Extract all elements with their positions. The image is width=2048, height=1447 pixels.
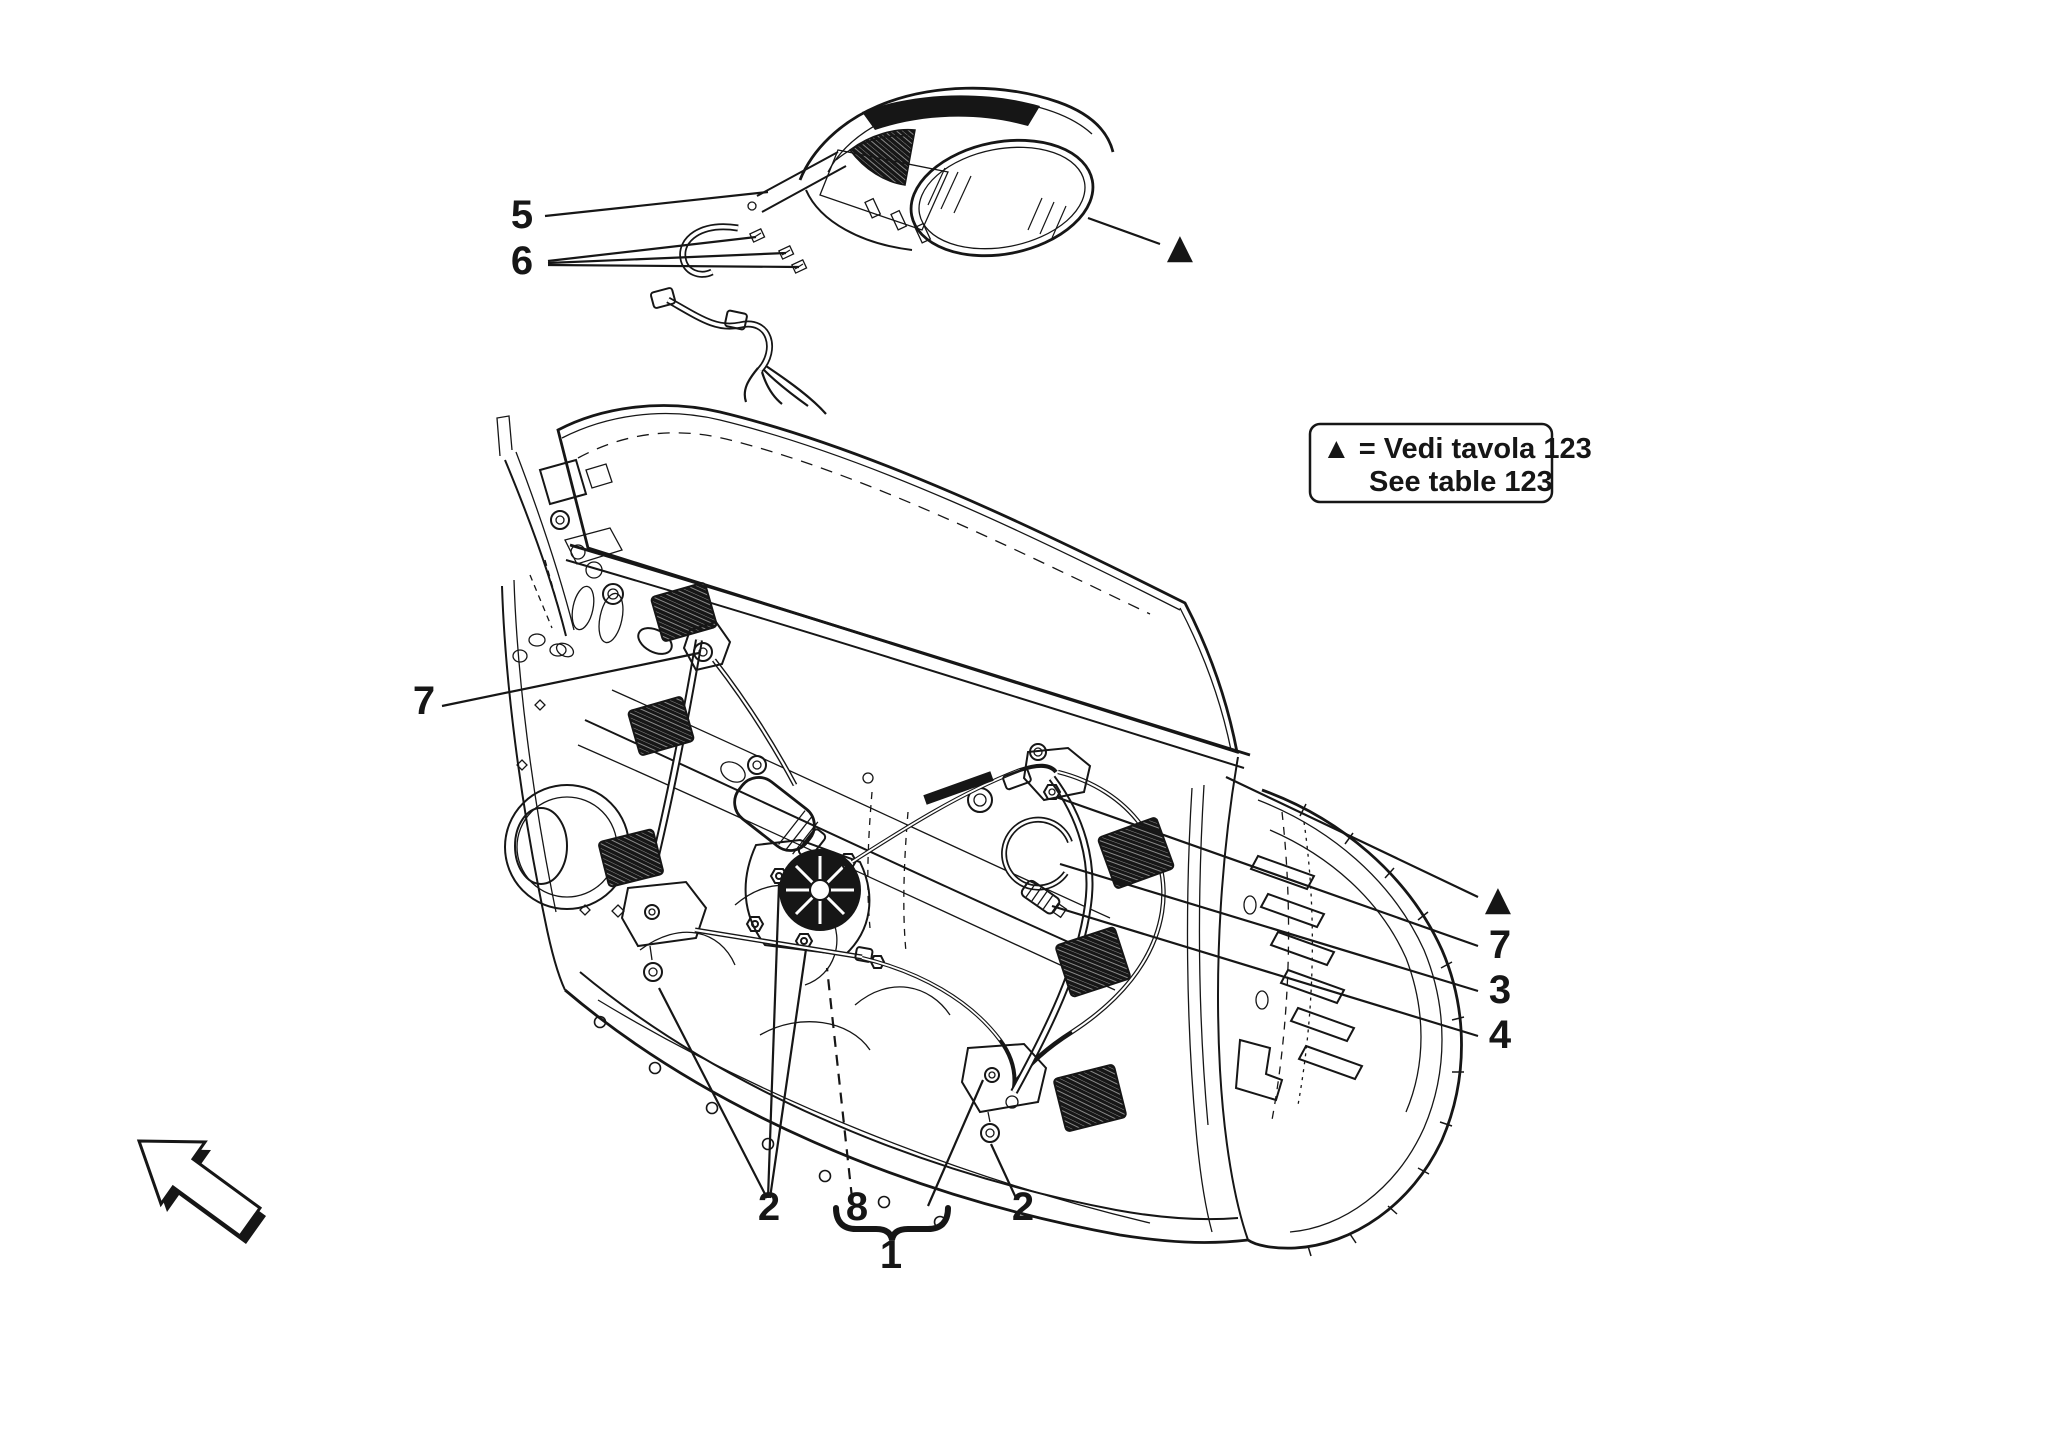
rail-top-bracket-right [1022,743,1092,802]
mirror-glass [909,138,1095,258]
rail-bottom-bracket-left [620,880,708,982]
bolt-7-left [693,642,713,662]
mirror-interior-mechanism [848,128,916,186]
motor-nuts [745,853,858,949]
harness-connector [649,287,677,309]
callout-3: 3 [1489,968,1511,1012]
callout-5: 5 [511,193,533,237]
sill-bolt-holes [593,1015,947,1229]
callout-2-left: 2 [758,1185,780,1229]
glass-reflection-marks [927,167,1067,239]
harness-clip [724,309,748,331]
legend-line-1: ▲ = Vedi tavola 123 [1322,433,1592,465]
legend-box [1308,422,1554,504]
glass-holder-pad [1055,926,1131,998]
mirror-mount-studs [864,197,932,244]
glass-holder-pad [1053,1064,1127,1132]
panel-reinforcement-lines [516,699,951,1051]
window-regulator-left [598,582,886,982]
assembly-brace [833,1205,951,1241]
window-regulator-right [850,743,1175,1143]
rear-louver-vents [1249,854,1364,1081]
callout-1: 1 [880,1233,902,1277]
leader-lines [441,190,1479,1207]
harness-strands [743,365,827,415]
rail-top-bracket-left [682,620,732,672]
rear-hook-bracket [1234,1038,1284,1102]
callout-2-right: 2 [1012,1185,1034,1229]
drive-cables [850,763,1166,1089]
rear-edge-hatching [1299,803,1465,1257]
glass-holder-pad [650,582,718,642]
callout-4: 4 [1489,1013,1512,1057]
mirror-assembly [747,86,1115,274]
bolt-7-right [1042,784,1062,800]
mirror-arm [747,149,949,231]
glass-holder-pad [1097,817,1175,889]
motor-drum [779,849,861,931]
hinge-assembly [496,415,623,663]
mirror-housing-shadow [862,95,1040,130]
callout-6: 6 [511,239,533,283]
callout-8: 8 [846,1185,868,1229]
cable-loop [1001,767,1073,891]
direction-arrow [136,1139,266,1244]
glass-holder-pad [627,696,695,756]
see-table-marker-door: ▲ [1485,879,1512,919]
door-rear-section [1217,756,1465,1257]
callout-7-right: 7 [1489,923,1511,967]
see-table-marker-mirror: ▲ [1167,227,1194,267]
door-glass [556,404,1239,755]
legend-line-2: See table 123 [1369,466,1553,498]
callout-7-left: 7 [413,679,435,723]
callouts: 5 6 7 ▲ ▲ 7 3 4 2 8 1 2 [413,193,1512,1277]
legend: ▲ = Vedi tavola 123 See table 123 [1308,422,1592,504]
rail-bottom-bracket-right [960,1042,1048,1143]
glass-holder-pad [598,828,664,888]
